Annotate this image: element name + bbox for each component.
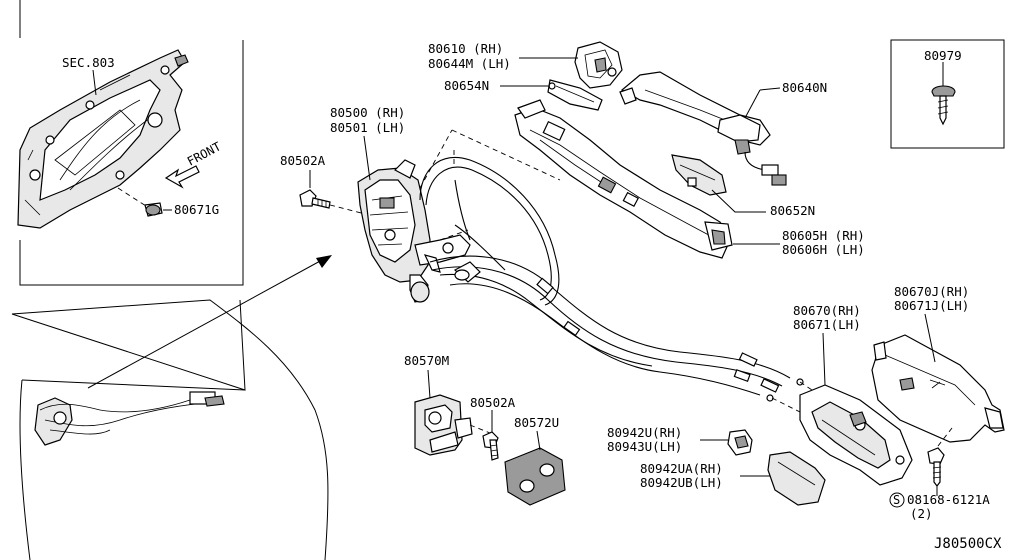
door-inner-panel (17, 49, 189, 229)
label-80640n: 80640N (782, 80, 827, 95)
inset-border (19, 40, 244, 286)
diagram-id: J80500CX (934, 536, 1002, 552)
leader-80670j (924, 313, 936, 363)
label-80654n: 80654N (444, 78, 489, 93)
gasket-80654n (547, 79, 603, 111)
bolt-circle-s-icon: S (889, 492, 905, 508)
label-80652n: 80652N (770, 203, 815, 218)
trim-piece-80942ua (767, 451, 826, 506)
label-80605h: 80605H (RH) (782, 228, 865, 243)
pad-80572u (504, 447, 566, 506)
label-sec803: SEC.803 (62, 55, 115, 70)
bolt-80502a-bottom (482, 410, 499, 461)
label-80502a-bottom: 80502A (470, 395, 516, 410)
front-arrow-icon (164, 165, 200, 189)
label-80942u: 80942U(RH) (607, 425, 682, 440)
handle-frame-80605h (514, 99, 733, 259)
label-80942ub: 80942UB(LH) (640, 475, 723, 490)
label-front: FRONT (185, 139, 223, 168)
bolt-symbol-text: S (893, 493, 900, 507)
inside-handle-80670 (799, 384, 913, 486)
leader-80640n-b (744, 89, 761, 119)
box-80979-border (890, 39, 1005, 149)
label-80501: 80501 (LH) (330, 120, 405, 135)
label-80671g: 80671G (174, 202, 219, 217)
leader-80640n-a (759, 87, 781, 91)
lock-cables (419, 156, 816, 413)
label-80671: 80671(LH) (793, 317, 861, 332)
label-bolt-qty: (2) (910, 506, 933, 521)
label-80670: 80670(RH) (793, 303, 861, 318)
clip-80942u (727, 429, 753, 456)
label-80979: 80979 (924, 48, 962, 63)
label-80943u: 80943U(LH) (607, 439, 682, 454)
label-80572u: 80572U (514, 415, 559, 430)
inset-box-sec803: SEC.803 FRONT 80671G (17, 0, 244, 286)
leader-sec803 (92, 69, 97, 96)
bolt-80502a-top (299, 170, 366, 215)
label-80671j: 80671J(LH) (894, 298, 969, 313)
clip-80671g (117, 187, 172, 217)
door-lock-actuator-80500 (357, 159, 471, 303)
leader-80572u (536, 430, 541, 451)
trim-cover-80670j (871, 334, 1005, 443)
label-bolt-part: 08168-6121A (907, 492, 990, 507)
striker-80570m (414, 394, 491, 456)
bracket-80652n (671, 154, 727, 196)
inset-box-80979 (890, 39, 1005, 149)
car-door-silhouette (11, 299, 329, 560)
leader-80652n (711, 189, 766, 213)
label-80670j: 80670J(RH) (894, 284, 969, 299)
leader-80570m (427, 369, 431, 399)
label-80500: 80500 (RH) (330, 105, 405, 120)
silhouette-lock-assembly (34, 391, 225, 446)
alignment-dashes (419, 129, 561, 241)
label-80610: 80610 (RH) (428, 41, 503, 56)
outside-handle-80640n (619, 71, 787, 186)
bolt-08168 (927, 427, 953, 496)
label-80606h: 80606H (LH) (782, 242, 865, 257)
leader-80500 (363, 135, 371, 181)
label-80502a-top: 80502A (280, 153, 326, 168)
pointer-arrow (87, 255, 332, 389)
label-80570m: 80570M (404, 353, 449, 368)
label-80644m: 80644M (LH) (428, 56, 511, 71)
handle-escutcheon-80610 (574, 41, 623, 89)
label-80942ua: 80942UA(RH) (640, 461, 723, 476)
leader-80670 (822, 332, 826, 386)
